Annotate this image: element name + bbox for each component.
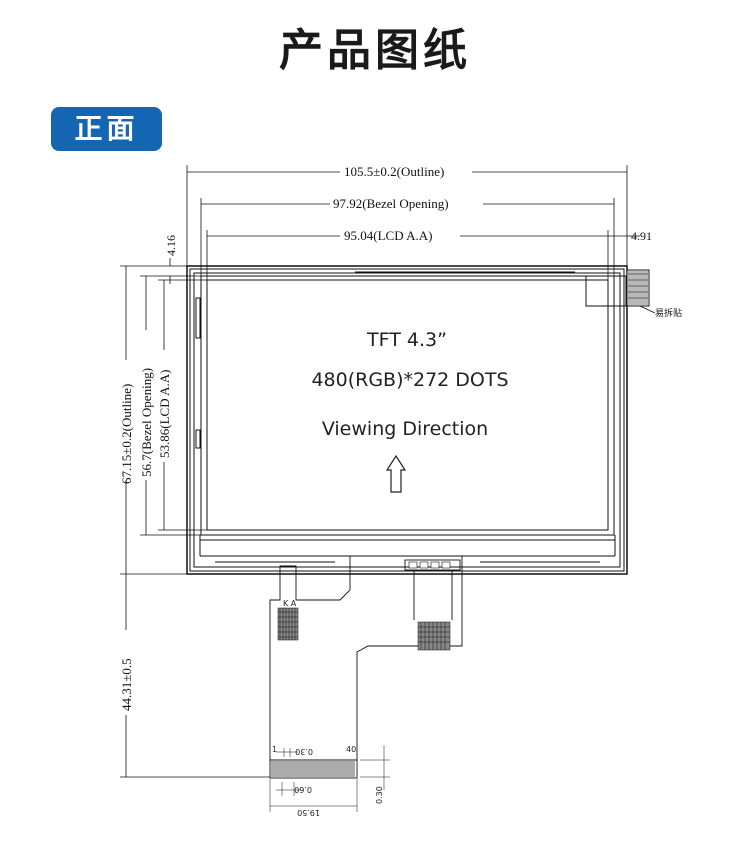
section-badge-front: 正面 [51,107,162,151]
module-outline-inner [189,268,625,572]
dim-bezel-height: 56.7(Bezel Opening) [139,368,154,477]
gold-fingers [271,761,355,777]
dim-outline-height: 67.15±0.2(Outline) [119,384,134,484]
dim-aa-height: 53.86(LCD A.A) [157,370,172,458]
dim-outline-width: 105.5±0.2(Outline) [344,164,444,179]
stiffener-pad-right [417,621,451,651]
dim-aa-width: 95.04(LCD A.A) [344,228,432,243]
screen-text-viewing: Viewing Direction [322,418,488,440]
screen-text-model: TFT 4.3” [366,329,447,351]
pad-thickness: 0.30 [375,786,384,804]
screen-text-resolution: 480(RGB)*272 DOTS [311,369,508,391]
module-outline [186,265,628,575]
pin-1-label: 1 [272,745,277,754]
dim-fpc-length: 44.31±0.5 [119,658,134,711]
pin-40-label: 40 [346,745,356,754]
viewing-direction-arrow-icon [385,454,407,493]
tape-label: 易拆贴 [655,307,682,319]
removable-tape [626,269,656,314]
pad-dim-1: 0.30 [295,747,313,756]
dim-right-offset: 4.91 [631,229,652,243]
bezel-opening [200,275,615,536]
ka-label: K A [283,599,297,608]
pad-dim-3: 19.50 [297,808,320,817]
stiffener-pad-left [277,607,299,641]
dim-top-offset: 4.16 [164,235,178,256]
pad-dim-2: 0.60 [294,785,312,794]
fpc-cable [269,555,463,779]
page-title: 产品图纸 [279,25,471,76]
active-area [206,279,609,531]
dim-bezel-width: 97.92(Bezel Opening) [333,196,449,211]
